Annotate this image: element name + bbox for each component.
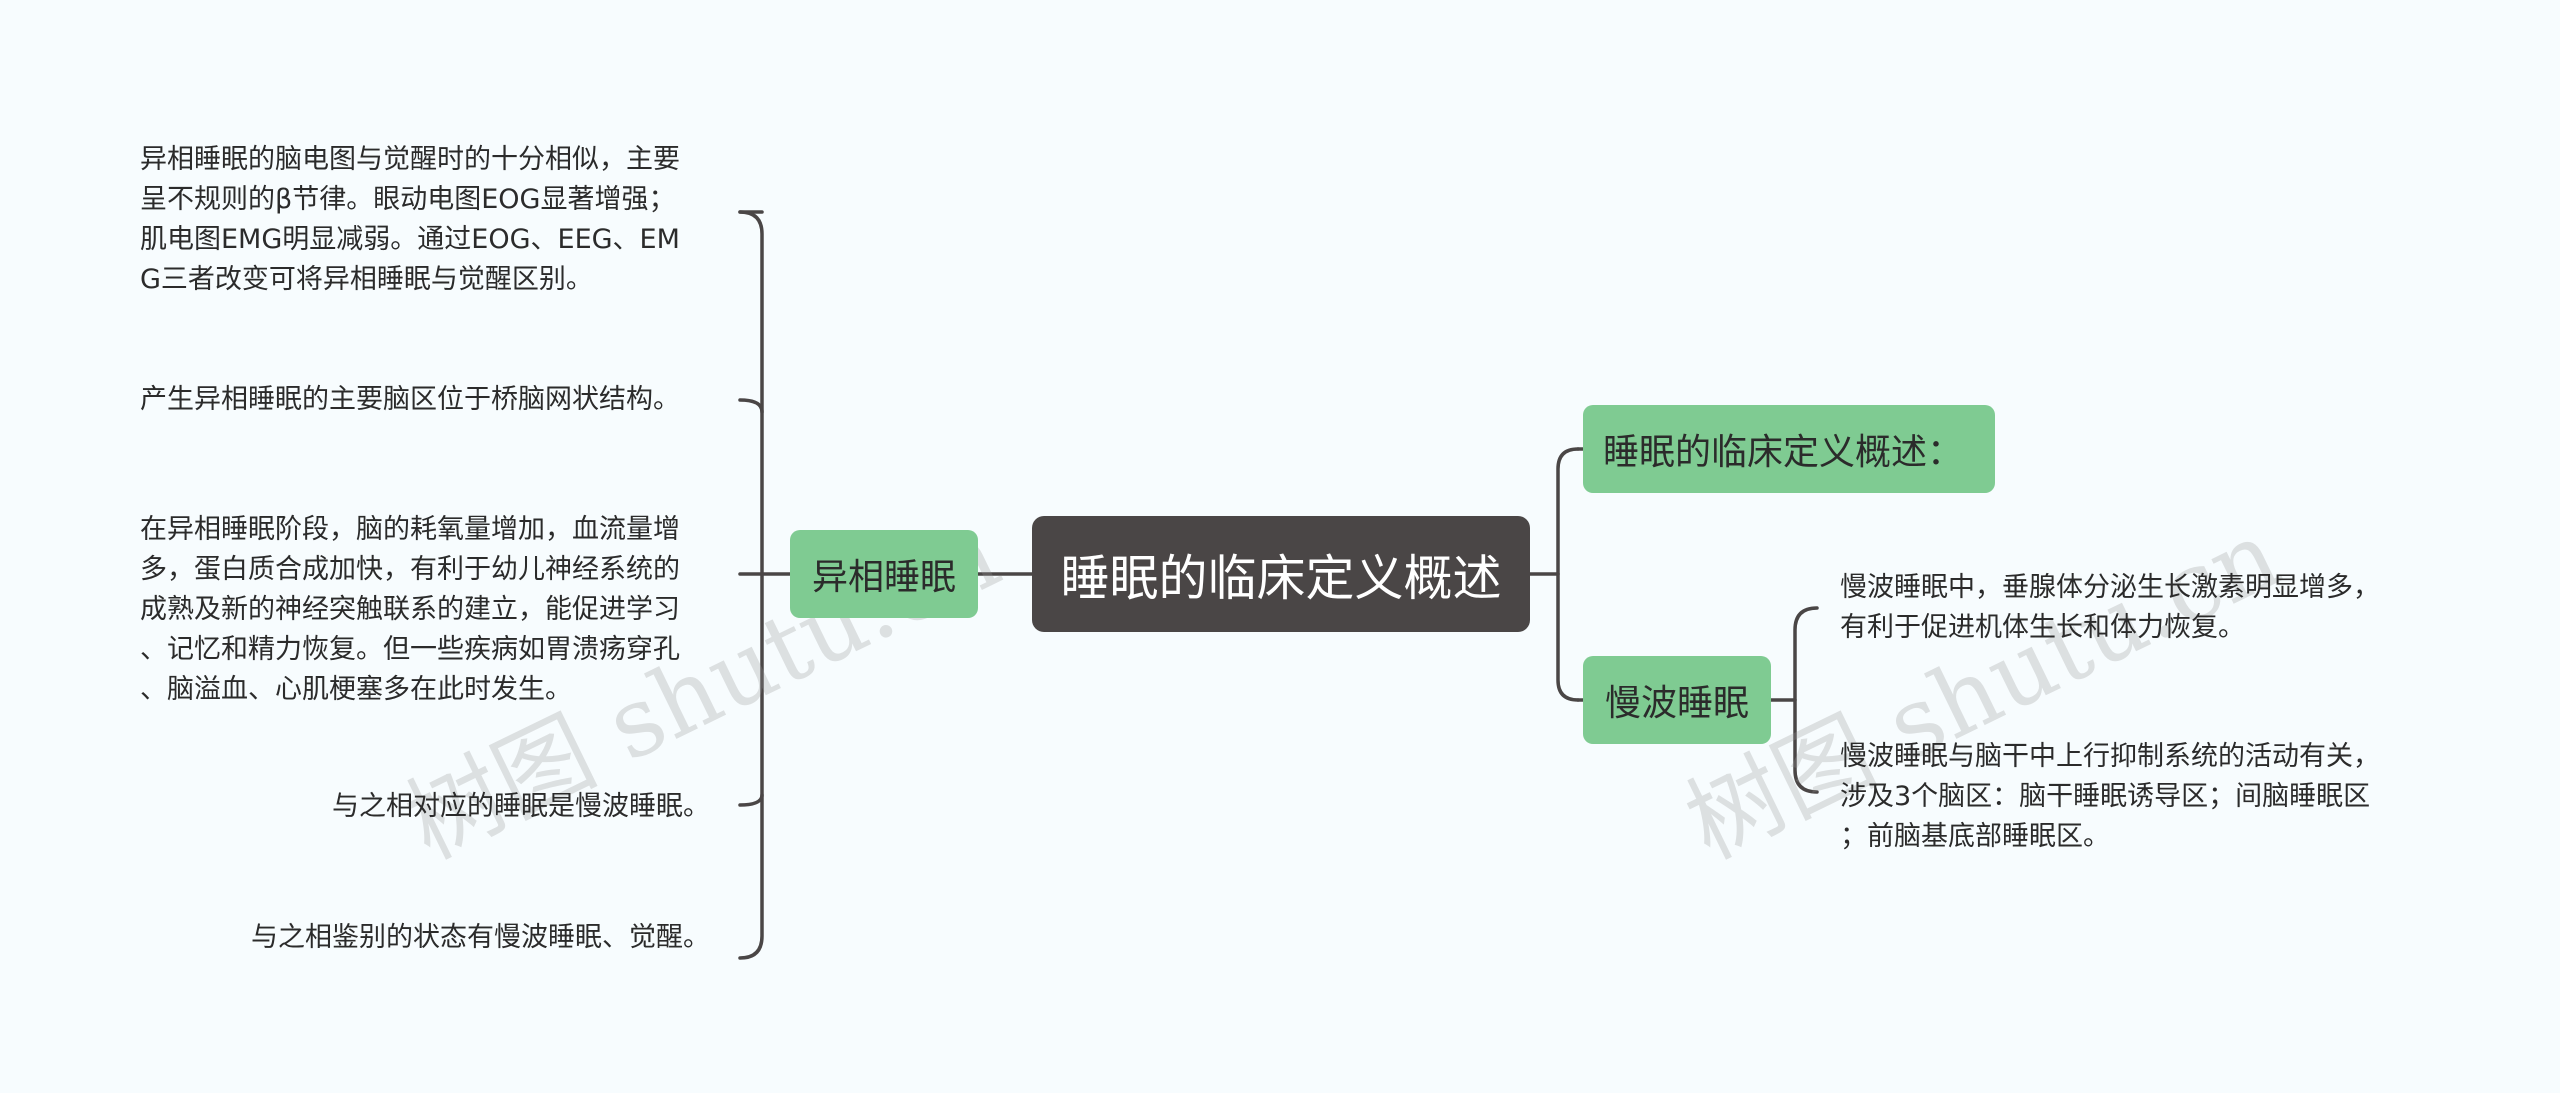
branch-label: 睡眠的临床定义概述： [1603,432,1964,473]
branch-label: 慢波睡眠 [1604,683,1749,724]
leaf-line: 在异相睡眠阶段，脑的耗氧量增加，血流量增 [140,514,680,545]
leaf-line: 产生异相睡眠的主要脑区位于桥脑网状结构。 [140,384,680,415]
leaf-line: 涉及3个脑区：脑干睡眠诱导区；间脑睡眠区 [1840,781,2371,812]
leaf-line: 慢波睡眠与脑干中上行抑制系统的活动有关， [1840,741,2380,772]
left-tick-4 [738,793,764,807]
left-tick-2 [738,398,764,414]
leaf-line: 、记忆和精力恢复。但一些疾病如胃溃疡穿孔 [140,634,680,665]
leaf-eeg-comparison[interactable]: 异相睡眠的脑电图与觉醒时的十分相似，主要 呈不规则的β节律。眼动电图EOG显著增… [140,140,680,300]
right-bracket [1556,447,1580,702]
left-bracket [738,210,764,960]
leaf-line: ；前脑基底部睡眠区。 [1840,821,2110,852]
leaf-differential[interactable]: 与之相鉴别的状态有慢波睡眠、觉醒。 [222,918,710,958]
leaf-line: 与之相鉴别的状态有慢波睡眠、觉醒。 [251,922,710,953]
leaf-line: 多，蛋白质合成加快，有利于幼儿神经系统的 [140,554,680,585]
branch-label: 异相睡眠 [811,557,956,598]
leaf-physiology[interactable]: 在异相睡眠阶段，脑的耗氧量增加，血流量增 多，蛋白质合成加快，有利于幼儿神经系统… [140,510,680,710]
leaf-line: 有利于促进机体生长和体力恢复。 [1840,612,2245,643]
leaf-line: 呈不规则的β节律。眼动电图EOG显著增强； [140,184,676,215]
leaf-line: 、脑溢血、心肌梗塞多在此时发生。 [140,674,572,705]
root-label: 睡眠的临床定义概述 [1060,549,1502,607]
leaf-line: G三者改变可将异相睡眠与觉醒区别。 [140,264,593,295]
branch-paradoxical-sleep[interactable]: 异相睡眠 [790,530,978,618]
branch-clinical-definition[interactable]: 睡眠的临床定义概述： [1583,405,1995,493]
leaf-line: 成熟及新的神经突触联系的建立，能促进学习 [140,594,680,625]
leaf-line: 肌电图EMG明显减弱。通过EOG、EEG、EM [140,224,680,255]
leaf-brainstem-system[interactable]: 慢波睡眠与脑干中上行抑制系统的活动有关， 涉及3个脑区：脑干睡眠诱导区；间脑睡眠… [1840,737,2380,857]
leaf-brain-region[interactable]: 产生异相睡眠的主要脑区位于桥脑网状结构。 [140,380,680,420]
branch-slow-wave-sleep[interactable]: 慢波睡眠 [1583,656,1771,744]
leaf-line: 慢波睡眠中，垂腺体分泌生长激素明显增多， [1840,572,2380,603]
leaf-line: 与之相对应的睡眠是慢波睡眠。 [332,791,710,822]
slowwave-bracket [1793,606,1819,794]
leaf-line: 异相睡眠的脑电图与觉醒时的十分相似，主要 [140,144,680,175]
leaf-counterpart[interactable]: 与之相对应的睡眠是慢波睡眠。 [312,787,710,827]
leaf-growth-hormone[interactable]: 慢波睡眠中，垂腺体分泌生长激素明显增多， 有利于促进机体生长和体力恢复。 [1840,568,2380,648]
root-node[interactable]: 睡眠的临床定义概述 [1032,516,1530,632]
